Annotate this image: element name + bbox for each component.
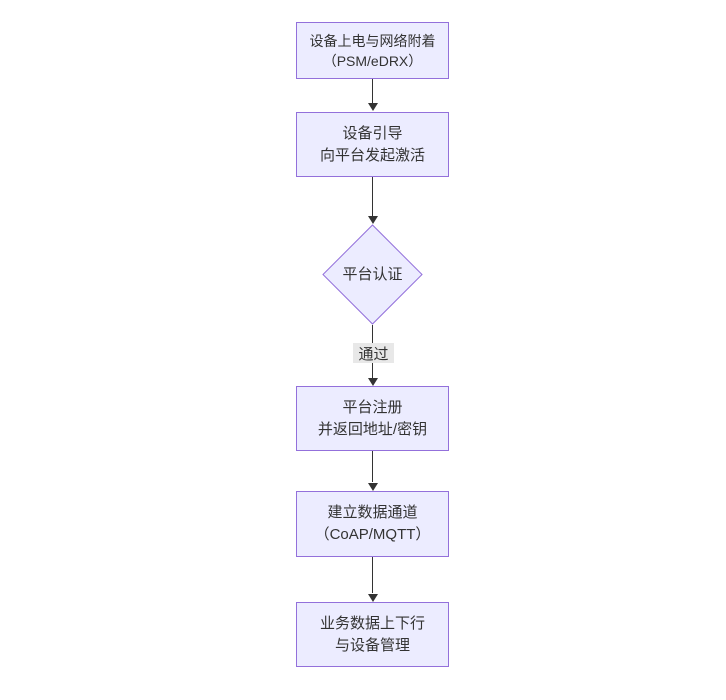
flow-node-device-bootstrap: 设备引导 向平台发起激活 bbox=[296, 112, 449, 177]
flow-node-business-data-mgmt: 业务数据上下行 与设备管理 bbox=[296, 602, 449, 667]
arrowhead-down-icon bbox=[368, 103, 378, 111]
arrowhead-down-icon bbox=[368, 594, 378, 602]
node-label-line: 平台认证 bbox=[342, 266, 403, 283]
node-label-line: 设备引导 bbox=[342, 124, 403, 142]
edge-label-pass: 通过 bbox=[353, 343, 394, 363]
edge-line bbox=[372, 451, 373, 482]
flow-node-platform-auth: 平台认证 bbox=[296, 264, 449, 286]
node-label-line: 并返回地址/密钥 bbox=[317, 420, 428, 438]
node-label-line: 平台注册 bbox=[342, 398, 403, 416]
node-label-line: 业务数据上下行 bbox=[319, 614, 425, 632]
edge-line bbox=[372, 177, 373, 216]
node-label-line: 向平台发起激活 bbox=[319, 146, 425, 164]
node-label-line: 建立数据通道 bbox=[327, 504, 418, 521]
flow-node-data-channel: 建立数据通道 （CoAP/MQTT） bbox=[296, 491, 449, 557]
node-label-line: 设备上电与网络附着 bbox=[309, 32, 436, 49]
node-label-line: （PSM/eDRX） bbox=[322, 52, 423, 69]
arrowhead-down-icon bbox=[368, 378, 378, 386]
arrowhead-down-icon bbox=[368, 216, 378, 224]
flow-node-power-network-attach: 设备上电与网络附着 （PSM/eDRX） bbox=[296, 22, 449, 79]
arrowhead-down-icon bbox=[368, 483, 378, 491]
node-label-line: （CoAP/MQTT） bbox=[314, 526, 431, 543]
node-label-line: 与设备管理 bbox=[334, 636, 410, 654]
flow-node-platform-register: 平台注册 并返回地址/密钥 bbox=[296, 386, 449, 451]
edge-line bbox=[372, 557, 373, 593]
edge-line bbox=[372, 79, 373, 103]
